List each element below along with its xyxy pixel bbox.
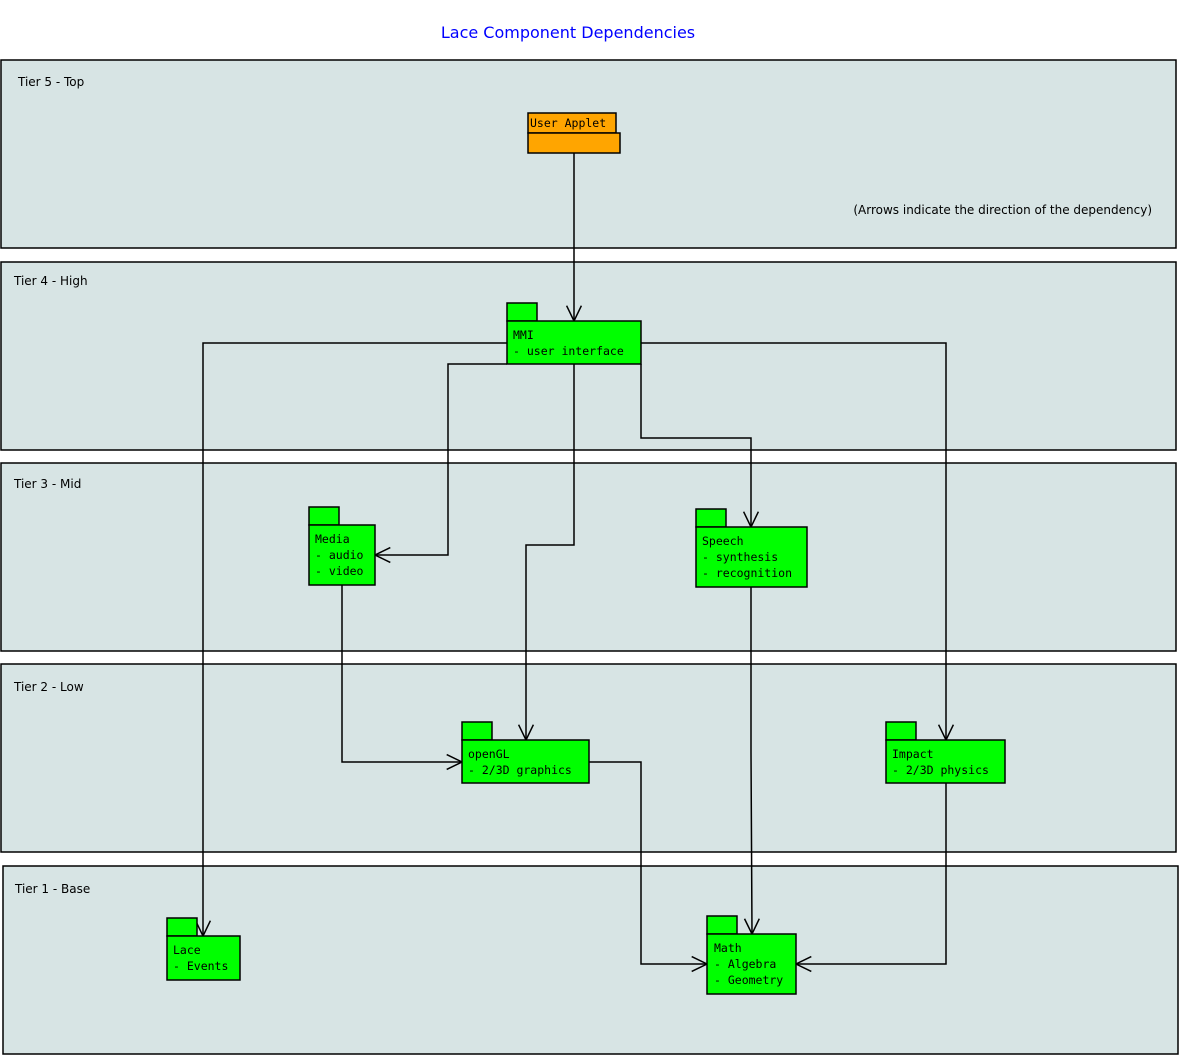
- package-detail: - Algebra: [714, 957, 776, 971]
- package-detail: - user interface: [513, 344, 624, 358]
- package-user-applet[interactable]: User Applet: [527, 112, 621, 154]
- tier-label: Tier 4 - High: [13, 274, 88, 288]
- package-impact[interactable]: Impact - 2/3D physics: [885, 721, 1006, 784]
- package-mmi[interactable]: MMI - user interface: [506, 302, 642, 365]
- package-opengl[interactable]: openGL - 2/3D graphics: [461, 721, 590, 784]
- tier-label: Tier 3 - Mid: [13, 477, 81, 491]
- package-media[interactable]: Media - audio - video: [308, 506, 376, 586]
- package-name: Lace: [173, 943, 201, 957]
- package-detail: - 2/3D graphics: [468, 763, 572, 777]
- package-name: User Applet: [530, 116, 606, 130]
- package-math[interactable]: Math - Algebra - Geometry: [706, 915, 797, 995]
- package-detail: - audio: [315, 548, 364, 562]
- tier-3: Tier 3 - Mid: [0, 462, 1177, 652]
- tier-label: Tier 2 - Low: [13, 680, 84, 694]
- package-detail: - Events: [173, 959, 228, 973]
- package-detail: - recognition: [702, 566, 792, 580]
- package-name: openGL: [468, 747, 510, 761]
- package-name: Math: [714, 941, 742, 955]
- package-speech[interactable]: Speech - synthesis - recognition: [695, 508, 808, 588]
- package-name: Impact: [892, 747, 934, 761]
- edges: [194, 153, 955, 973]
- package-detail: - video: [315, 564, 364, 578]
- package-detail: - Geometry: [714, 973, 783, 987]
- package-name: Speech: [702, 534, 744, 548]
- tier-label: Tier 1 - Base: [14, 882, 90, 896]
- package-detail: - synthesis: [702, 550, 778, 564]
- package-lace[interactable]: Lace - Events: [166, 917, 241, 981]
- legend-note: (Arrows indicate the direction of the de…: [853, 203, 1152, 217]
- package-name: Media: [315, 532, 350, 546]
- package-name: MMI: [513, 328, 534, 342]
- tier-label: Tier 5 - Top: [17, 75, 84, 89]
- package-detail: - 2/3D physics: [892, 763, 989, 777]
- diagram-title: Lace Component Dependencies: [441, 23, 695, 42]
- tier-5: Tier 5 - Top: [0, 59, 1177, 249]
